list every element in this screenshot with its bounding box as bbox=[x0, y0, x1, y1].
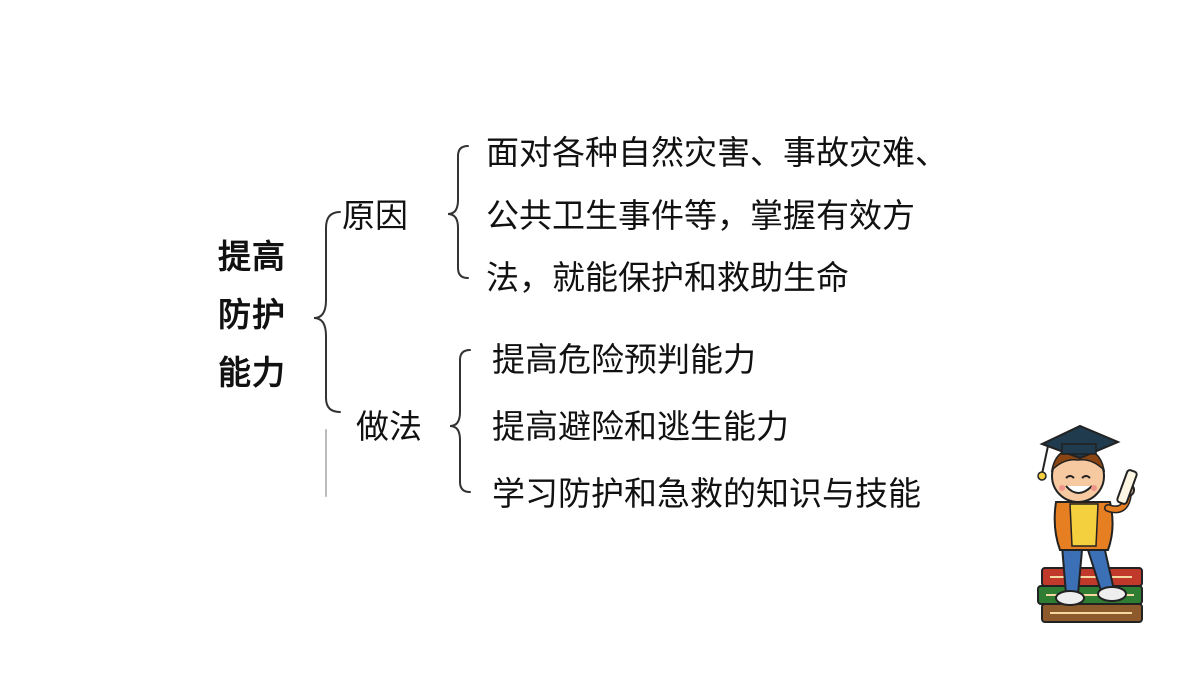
reason-line: 法，就能保护和救助生命 bbox=[486, 258, 849, 297]
root-title-line: 提高 bbox=[218, 237, 286, 276]
root-title-line: 防护 bbox=[218, 295, 286, 334]
branch1-brace bbox=[447, 145, 469, 279]
method-item: 提高危险预判能力 bbox=[492, 340, 756, 379]
root-brace bbox=[313, 211, 341, 413]
graduate-boy-icon bbox=[1037, 424, 1143, 623]
branch2-brace bbox=[449, 349, 471, 493]
method-item: 学习防护和急救的知识与技能 bbox=[492, 474, 921, 513]
branch-label-method: 做法 bbox=[356, 407, 422, 446]
method-item: 提高避险和逃生能力 bbox=[492, 407, 789, 446]
reason-line: 面对各种自然灾害、事故灾难、 bbox=[486, 133, 948, 172]
root-title-line: 能力 bbox=[218, 353, 286, 392]
reason-line: 公共卫生事件等，掌握有效方 bbox=[486, 196, 915, 235]
branch-label-reason: 原因 bbox=[342, 196, 408, 235]
root-node-title: 提高 防护 能力 bbox=[218, 228, 298, 402]
